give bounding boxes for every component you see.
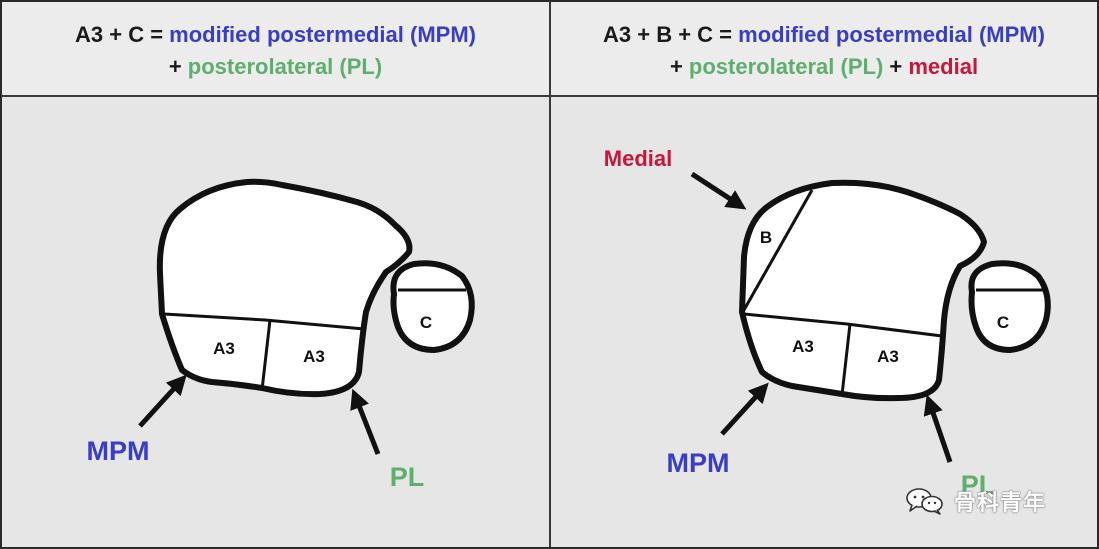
- right-mpm-arrow: [722, 390, 762, 434]
- right-medial-arrow: [692, 174, 738, 204]
- watermark-text: 骨科青年: [954, 485, 1046, 517]
- left-tibial-plateau: A3 A3: [160, 182, 410, 394]
- watermark: 骨科青年: [904, 485, 1046, 517]
- wechat-icon: [904, 486, 946, 516]
- right-mpm-label: MPM: [667, 448, 730, 478]
- right-c-label: C: [997, 313, 1009, 332]
- right-pl-arrow: [930, 404, 950, 462]
- left-pl-label: PL: [390, 462, 425, 492]
- left-c-label: C: [420, 313, 432, 332]
- right-b-label: B: [760, 228, 772, 247]
- left-fibula-outline: [393, 263, 471, 350]
- right-medial-label: Medial: [604, 146, 672, 171]
- left-mpm-arrow: [140, 382, 180, 426]
- right-tibia-outline: [742, 183, 984, 398]
- right-a3-medial-label: A3: [792, 337, 814, 356]
- right-fibula: C: [971, 263, 1047, 350]
- left-mpm-label: MPM: [87, 436, 150, 466]
- left-a3-medial-label: A3: [213, 339, 235, 358]
- left-pl-arrow: [356, 398, 378, 454]
- right-tibial-plateau: B A3 A3: [742, 183, 984, 398]
- right-fibula-outline: [971, 263, 1047, 350]
- left-tibia-outline: [160, 182, 410, 394]
- left-fibula: C: [393, 263, 471, 350]
- left-a3-lateral-label: A3: [303, 347, 325, 366]
- right-a3-lateral-label: A3: [877, 347, 899, 366]
